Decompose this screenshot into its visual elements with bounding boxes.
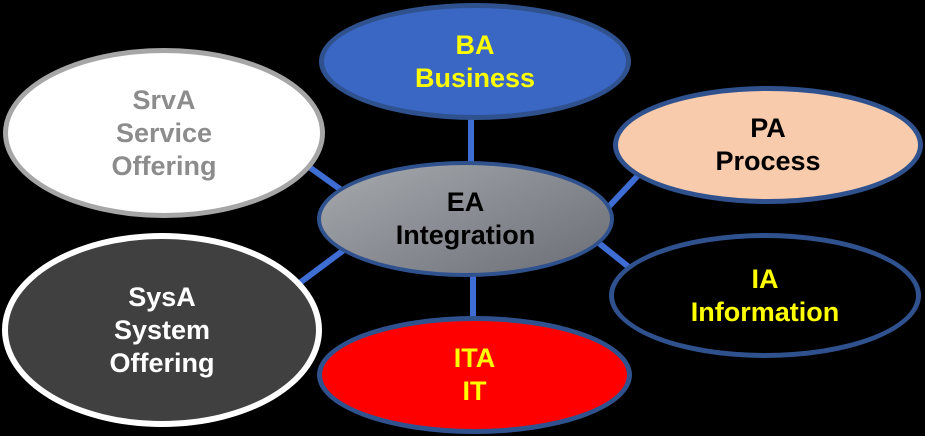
node-label: Offering (111, 150, 217, 181)
node-label: Business (414, 62, 536, 93)
node-ita-it: ITA IT (317, 316, 632, 434)
node-sysa-system-offering: SysA System Offering (2, 233, 322, 427)
node-label: Process (715, 146, 821, 176)
node-pa-process: PA Process (613, 86, 923, 204)
node-label: BA (455, 29, 495, 60)
node-srva-service-offering: SrvA Service Offering (3, 48, 325, 218)
node-label: PA (750, 113, 786, 143)
node-label: EA (446, 187, 485, 217)
node-label: System (113, 314, 211, 345)
node-ea-integration: EA Integration (317, 161, 614, 277)
node-label: IT (462, 376, 487, 406)
node-ba-business: BA Business (319, 3, 631, 120)
node-label: IA (751, 263, 779, 294)
node-label: Information (690, 296, 840, 327)
node-label: SrvA (132, 84, 196, 115)
node-label: Integration (395, 220, 536, 250)
node-label: Offering (109, 347, 215, 378)
node-label: Service (115, 117, 213, 148)
node-label: ITA (453, 343, 496, 373)
node-ia-information: IA Information (609, 233, 921, 358)
node-label: SysA (128, 281, 196, 312)
